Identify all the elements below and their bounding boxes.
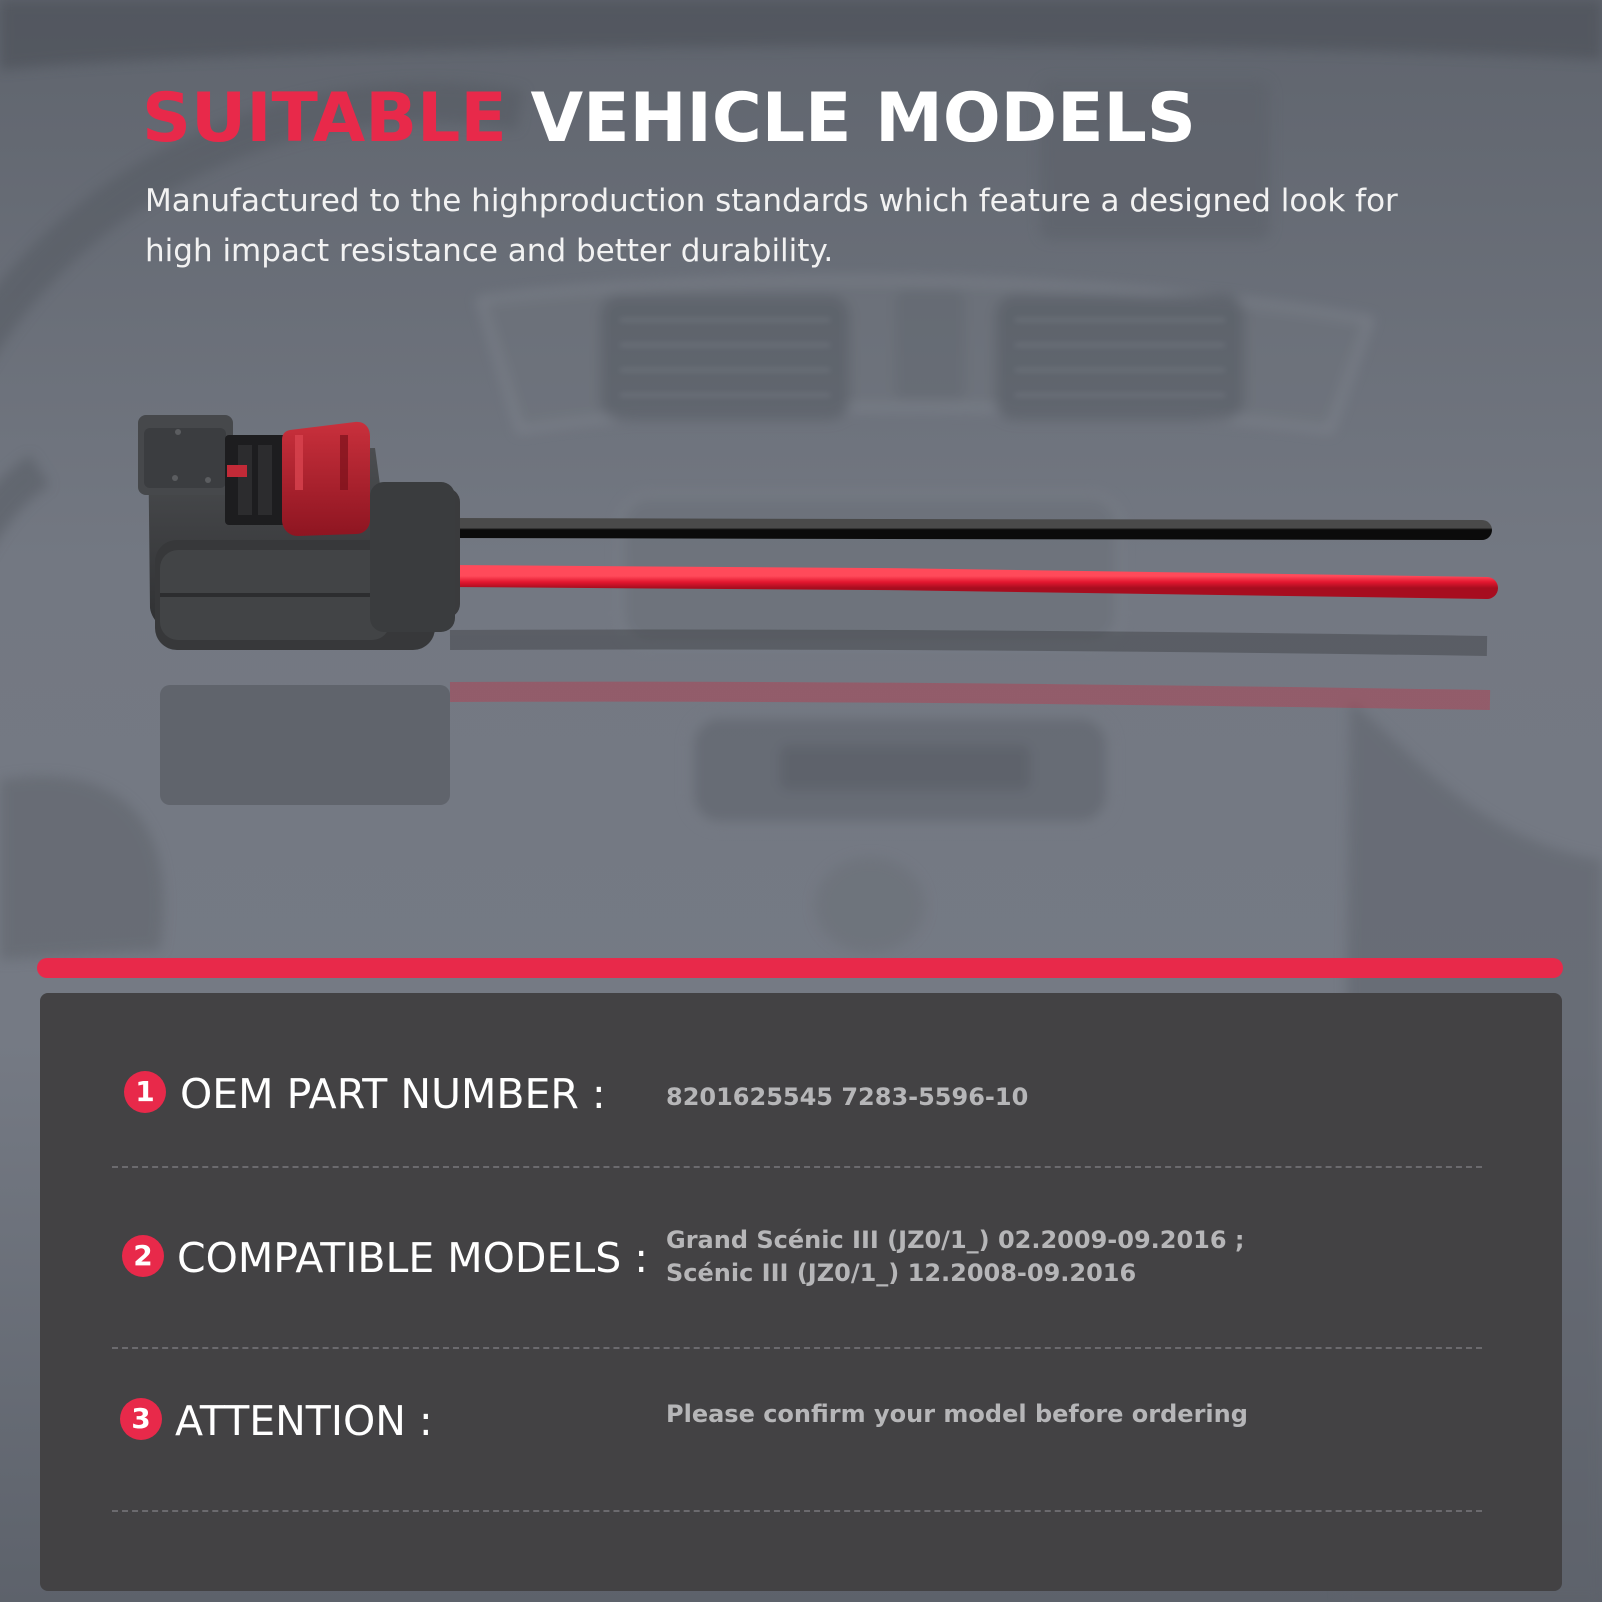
dashed-divider bbox=[112, 1347, 1482, 1349]
spec-panel: 1 OEM PART NUMBER : 8201625545 7283-5596… bbox=[40, 993, 1562, 1591]
spec-number-badge: 1 bbox=[124, 1071, 166, 1113]
title-rest: VEHICLE MODELS bbox=[530, 79, 1196, 158]
spec-value-line: Grand Scénic III (JZ0/1_) 02.2009-09.201… bbox=[666, 1226, 1245, 1254]
spec-label: OEM PART NUMBER : bbox=[180, 1070, 606, 1118]
page-title: SUITABLE VEHICLE MODELS bbox=[142, 78, 1196, 160]
dashed-divider bbox=[112, 1166, 1482, 1168]
connector-pigtail-image bbox=[138, 415, 1498, 805]
spec-value: 8201625545 7283-5596-10 bbox=[666, 1083, 1029, 1111]
spec-number-badge: 2 bbox=[122, 1235, 164, 1277]
dashed-divider bbox=[112, 1510, 1482, 1512]
title-highlight: SUITABLE bbox=[142, 79, 507, 158]
spec-value: Please confirm your model before orderin… bbox=[666, 1400, 1248, 1428]
spec-label: COMPATIBLE MODELS : bbox=[177, 1234, 649, 1282]
product-description: Manufactured to the highproduction stand… bbox=[145, 183, 1398, 269]
spec-label: ATTENTION : bbox=[175, 1397, 433, 1445]
spec-value-line: Scénic III (JZ0/1_) 12.2008-09.2016 bbox=[666, 1259, 1137, 1287]
accent-divider-bar bbox=[37, 958, 1563, 978]
spec-number-badge: 3 bbox=[120, 1398, 162, 1440]
